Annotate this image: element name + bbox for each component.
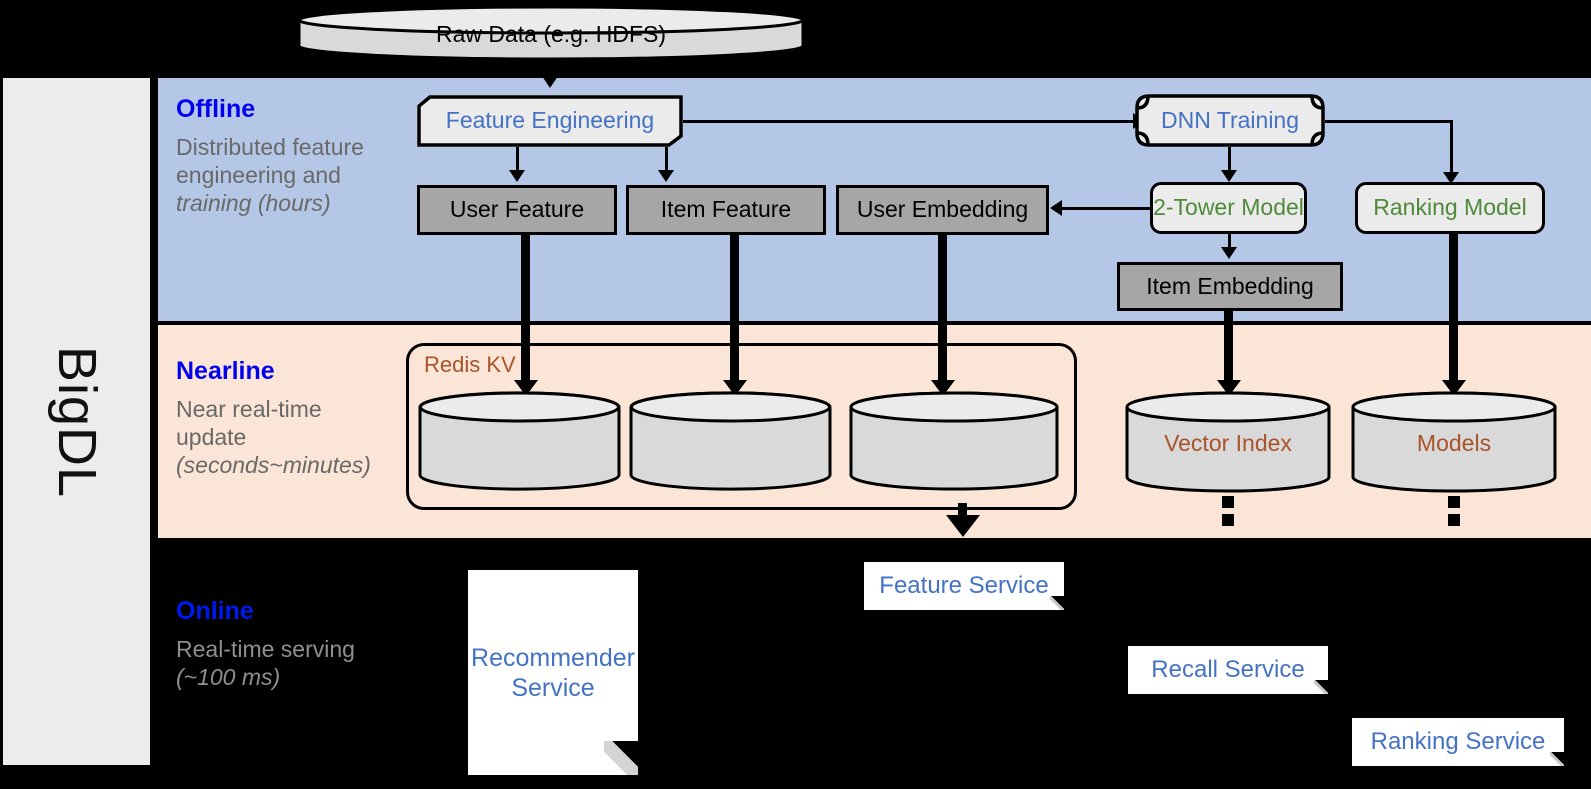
feature-service-node[interactable]: Feature Service: [864, 562, 1064, 610]
feature-engineering-outline: [417, 95, 683, 147]
ranking-service-node[interactable]: Ranking Service: [1352, 718, 1564, 766]
pipe-vectorindex-dash1: [1222, 496, 1234, 508]
models-label: Models: [1416, 430, 1492, 457]
kv-store-item-cylinder[interactable]: [628, 390, 833, 492]
arrowhead-fe-itemfeature: [658, 170, 674, 182]
redis-kv-container: [406, 343, 1077, 510]
offline-title: Offline: [176, 95, 256, 123]
ranking-service-label: Ranking Service: [1370, 727, 1546, 755]
cylinder-shape: [1125, 391, 1331, 493]
dnn-training-label: DNN Training: [1160, 106, 1300, 133]
nearline-subtitle: Near real-time update (seconds~minutes): [176, 395, 371, 478]
arrowhead-fe-userfeature: [509, 170, 525, 182]
pipe-userembedding-kv: [938, 234, 947, 383]
arrowhead-twotower-userembedding: [1050, 200, 1062, 216]
item-feature-node[interactable]: Item Feature: [626, 185, 826, 235]
nearline-title: Nearline: [176, 357, 275, 385]
edge-rawdata-fe: [549, 62, 552, 80]
pipe-userfeature-kv: [521, 234, 530, 383]
raw-data-cylinder: Raw Data (e.g. HDFS): [296, 4, 806, 62]
pipe-models-dash2: [1448, 514, 1460, 526]
feature-engineering-node[interactable]: Feature Engineering: [417, 95, 683, 147]
bigdl-rail: BigDL: [3, 78, 150, 765]
arrowhead-dnn-twotower: [1221, 170, 1237, 182]
edge-dnn-ranking-h: [1325, 120, 1453, 123]
item-feature-label: Item Feature: [660, 196, 792, 223]
cylinder-shape: [1351, 391, 1557, 493]
edge-twotower-userembedding: [1062, 207, 1151, 210]
bigdl-label: BigDL: [46, 345, 107, 498]
item-embedding-node[interactable]: Item Embedding: [1117, 262, 1343, 311]
recall-service-node[interactable]: Recall Service: [1128, 646, 1328, 694]
ranking-model-node[interactable]: Ranking Model: [1355, 182, 1545, 234]
offline-subtitle: Distributed feature engineering and trai…: [176, 133, 364, 216]
two-tower-model-node[interactable]: 2-Tower Model: [1150, 182, 1307, 234]
vector-index-cylinder[interactable]: Vector Index: [1124, 390, 1332, 494]
online-subtitle: Real-time serving (~100 ms): [176, 635, 355, 690]
user-feature-label: User Feature: [449, 196, 585, 223]
user-feature-node[interactable]: User Feature: [417, 185, 617, 235]
nearline-heading: Nearline Near real-time update (seconds~…: [176, 357, 391, 479]
item-embedding-label: Item Embedding: [1146, 272, 1314, 299]
edge-dnn-ranking-v: [1450, 120, 1453, 174]
raw-data-label: Raw Data (e.g. HDFS): [435, 21, 667, 48]
kv-store-user-cylinder[interactable]: [417, 390, 622, 492]
feature-service-label: Feature Service: [879, 571, 1049, 599]
edge-dnn-twotower: [1228, 147, 1231, 172]
page-fold-icon: [1314, 680, 1328, 694]
user-embedding-node[interactable]: User Embedding: [836, 185, 1049, 235]
cylinder-shape: [629, 391, 832, 491]
online-title: Online: [176, 597, 254, 625]
kv-store-embedding-cylinder[interactable]: [848, 390, 1060, 492]
cylinder-shape: [418, 391, 621, 491]
user-embedding-label: User Embedding: [856, 196, 1029, 223]
feature-engineering-label: Feature Engineering: [445, 107, 655, 134]
arrowhead-twotower-itemembedding: [1221, 247, 1237, 259]
feature-engineering-shape: [417, 95, 683, 147]
models-cylinder[interactable]: Models: [1350, 390, 1558, 494]
page-fold-icon: [604, 741, 638, 775]
recommender-service-node[interactable]: Recommender Service: [468, 570, 638, 775]
online-heading: Online Real-time serving (~100 ms): [176, 597, 391, 691]
arrowhead-redis-featureservice: [946, 515, 980, 537]
edge-fe-itemfeature: [665, 147, 668, 172]
page-fold-icon: [1050, 596, 1064, 610]
arrowhead-dnn-ranking: [1443, 172, 1459, 184]
offline-heading: Offline Distributed feature engineering …: [176, 95, 391, 217]
pipe-vectorindex-dash2: [1222, 514, 1234, 526]
pipe-itemembedding-vectorindex: [1224, 310, 1233, 383]
cylinder-shape: [849, 391, 1059, 491]
arrowhead-rawdata-fe: [542, 76, 558, 88]
recommender-service-label: Recommender Service: [471, 643, 635, 702]
pipe-models-dash1: [1448, 496, 1460, 508]
edge-fe-dnn: [683, 120, 1135, 123]
edge-fe-userfeature: [516, 147, 519, 172]
recall-service-label: Recall Service: [1151, 655, 1305, 683]
page-fold-icon: [1550, 752, 1564, 766]
redis-kv-label: Redis KV: [424, 352, 516, 377]
vector-index-label: Vector Index: [1164, 430, 1292, 457]
pipe-redis-featureservice: [958, 503, 967, 519]
edge-twotower-itemembedding: [1228, 234, 1231, 249]
cylinder-shape: [297, 5, 805, 61]
two-tower-model-label: 2-Tower Model: [1153, 194, 1304, 221]
dnn-training-node[interactable]: DNN Training: [1135, 94, 1325, 147]
pipe-rankingmodel-models: [1449, 234, 1458, 383]
ranking-model-label: Ranking Model: [1373, 194, 1527, 221]
dnn-training-shape: [1135, 94, 1325, 147]
pipe-itemfeature-kv: [730, 234, 739, 383]
